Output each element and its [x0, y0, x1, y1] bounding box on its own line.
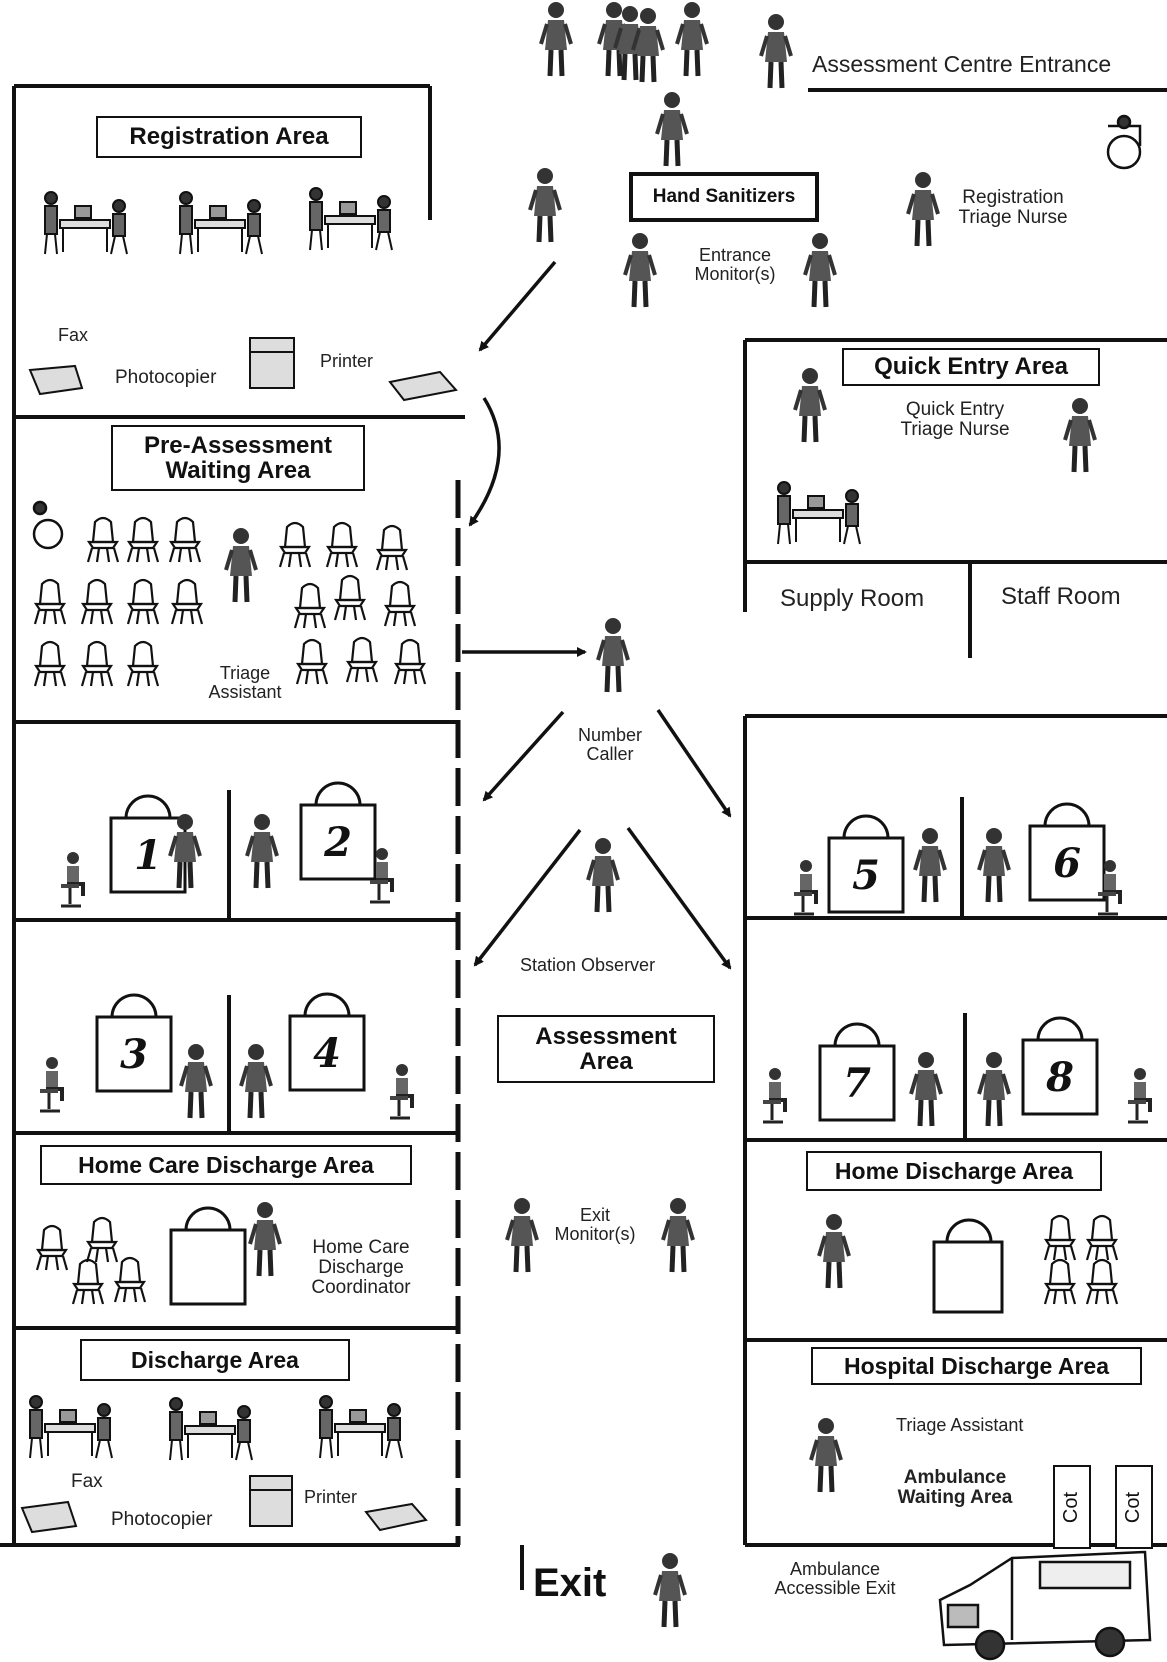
cot-1: Cot — [1053, 1465, 1091, 1549]
station-2: 2 — [324, 818, 352, 866]
photocopier-label: Photocopier — [115, 367, 217, 388]
hospital-discharge-area-label: Hospital Discharge Area — [811, 1347, 1142, 1385]
printer-label: Printer — [320, 351, 374, 371]
quick-entry-nurse-label: Quick Entry Triage Nurse — [900, 399, 1010, 440]
exit-monitor-label: Exit Monitor(s) — [554, 1205, 636, 1244]
station-4: 4 — [313, 1029, 341, 1077]
assessment-area-label: Assessment Area — [497, 1015, 715, 1083]
hospital-triage-assistant-label: Triage Assistant — [896, 1415, 1024, 1435]
staff-room-label: Staff Room — [1001, 583, 1121, 610]
registration-triage-nurse-label: Registration Triage Nurse — [958, 187, 1068, 228]
home-care-coordinator-label: Home Care Discharge Coordinator — [311, 1237, 411, 1298]
photocopier-label-bottom: Photocopier — [111, 1509, 213, 1530]
cot-2: Cot — [1115, 1465, 1153, 1549]
ambulance-waiting-area-label: Ambulance Waiting Area — [897, 1467, 1013, 1508]
hand-sanitizers-station: Hand Sanitizers — [629, 172, 819, 222]
station-1: 1 — [134, 831, 162, 879]
exit-label: Exit — [533, 1561, 607, 1605]
ambulance-accessible-exit-label: Ambulance Accessible Exit — [774, 1559, 896, 1598]
printer-label-bottom: Printer — [304, 1487, 358, 1507]
triage-assistant-label: Triage Assistant — [208, 663, 282, 702]
discharge-area-label: Discharge Area — [80, 1339, 350, 1381]
pre-assessment-area-label: Pre-Assessment Waiting Area — [111, 425, 365, 491]
quick-entry-area-label: Quick Entry Area — [842, 348, 1100, 386]
station-observer-label: Station Observer — [520, 955, 656, 975]
station-6: 6 — [1053, 839, 1081, 887]
fax-label: Fax — [58, 325, 89, 345]
home-discharge-area-label: Home Discharge Area — [806, 1151, 1102, 1191]
entrance-monitor-label: Entrance Monitor(s) — [694, 245, 776, 284]
registration-area-label: Registration Area — [96, 116, 362, 158]
station-3: 3 — [120, 1030, 148, 1078]
entrance-label: Assessment Centre Entrance — [812, 51, 1112, 77]
fax-label-bottom: Fax — [71, 1471, 103, 1492]
station-7: 7 — [843, 1059, 871, 1107]
number-caller-label: Number Caller — [577, 725, 643, 764]
home-care-discharge-area-label: Home Care Discharge Area — [40, 1145, 412, 1185]
supply-room-label: Supply Room — [780, 585, 925, 612]
station-8: 8 — [1046, 1053, 1074, 1101]
station-5: 5 — [852, 851, 880, 899]
